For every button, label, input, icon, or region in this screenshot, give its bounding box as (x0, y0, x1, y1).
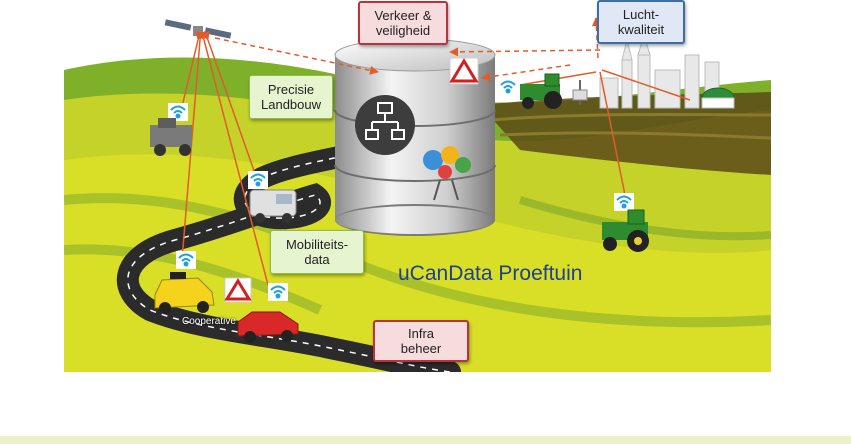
bottom-strip (0, 436, 851, 444)
wifi-icon (168, 78, 634, 301)
van-icon (249, 189, 297, 223)
weather-station-icon (572, 80, 588, 105)
tractor-icon (520, 73, 562, 109)
diagram-title: uCanData Proeftuin (398, 262, 583, 285)
car-icon (237, 311, 299, 343)
infra-management-label: Infra beheer (373, 320, 469, 362)
cooperative-label: Cooperative (182, 316, 236, 327)
precision-agriculture-label: Precisie Landbouw (249, 75, 333, 119)
gears-icon (423, 146, 471, 201)
flowchart-icon (355, 95, 415, 155)
city-skyline-icon (599, 33, 735, 109)
tractor-icon (602, 209, 649, 252)
satellite-icon (164, 19, 232, 39)
warning-sign-icon (224, 57, 479, 303)
traffic-safety-label: Verkeer & veiligheid (358, 1, 448, 45)
harvester-icon (150, 118, 192, 156)
mobility-data-label: Mobiliteits- data (270, 230, 364, 274)
uplink-lines (179, 30, 691, 286)
air-quality-label: Lucht- kwaliteit (597, 0, 685, 44)
taxi-icon (154, 272, 215, 314)
